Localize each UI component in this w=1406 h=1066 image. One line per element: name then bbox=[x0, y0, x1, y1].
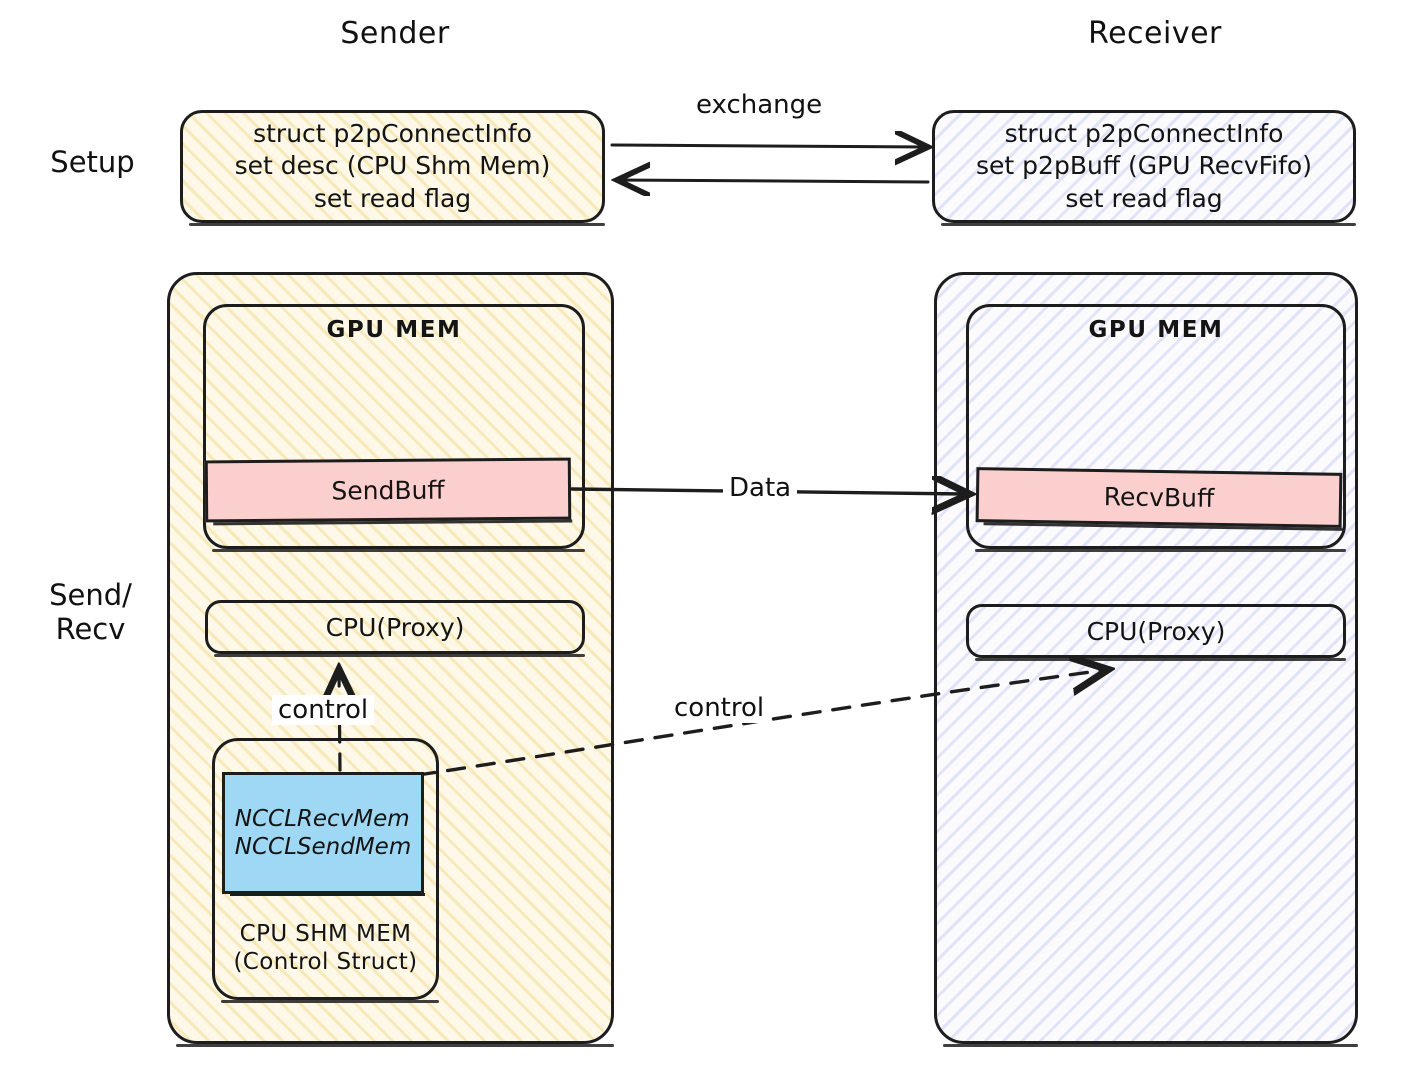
sender-setup-box: struct p2pConnectInfo set desc (CPU Shm … bbox=[180, 110, 605, 226]
send-buff-box: SendBuff bbox=[204, 457, 572, 523]
data-label: Data bbox=[723, 473, 798, 503]
row-label-send-recv: Send/ Recv bbox=[49, 578, 132, 647]
receiver-setup-box: struct p2pConnectInfo set p2pBuff (GPU R… bbox=[932, 110, 1356, 226]
sender-gpu-mem-title: GPU MEM bbox=[326, 317, 462, 343]
cpu-shm-mem-caption: CPU SHM MEM (Control Struct) bbox=[233, 921, 418, 976]
nccl-mem-box: NCCLRecvMem NCCLSendMem bbox=[222, 772, 425, 896]
control-label-sender-local: control bbox=[272, 695, 375, 725]
receiver-column-title: Receiver bbox=[1088, 16, 1222, 51]
receiver-cpu-proxy-box: CPU(Proxy) bbox=[966, 604, 1346, 661]
exchange-arrow-right bbox=[610, 145, 925, 147]
exchange-label: exchange bbox=[690, 90, 829, 120]
control-label-inter-node: control bbox=[668, 693, 771, 723]
sender-cpu-proxy-box: CPU(Proxy) bbox=[205, 600, 585, 657]
receiver-gpu-mem-title: GPU MEM bbox=[1088, 317, 1224, 343]
recv-buff-box: RecvBuff bbox=[975, 467, 1343, 528]
row-label-setup: Setup bbox=[50, 145, 135, 179]
sender-column-title: Sender bbox=[340, 16, 450, 51]
exchange-arrow-left bbox=[620, 180, 930, 182]
